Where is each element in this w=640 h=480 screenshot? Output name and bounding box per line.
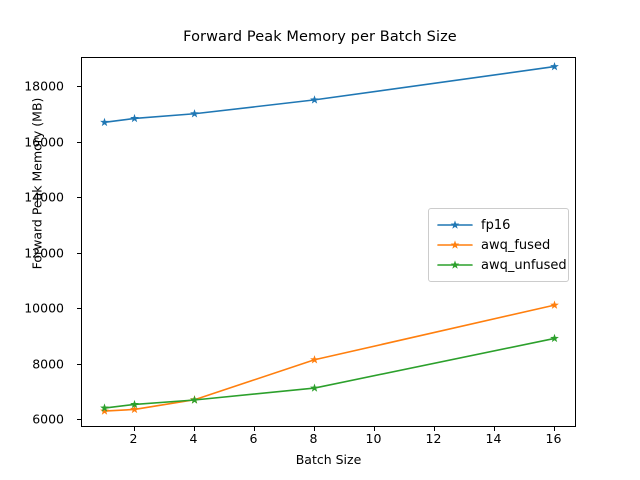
legend-marker-icon	[436, 218, 474, 232]
y-tick-label: 6000	[32, 411, 64, 427]
y-axis-tick-labels: 6000 8000 10000 12000 14000 16000 18000	[0, 57, 74, 427]
legend-label: awq_unfused	[481, 257, 567, 273]
data-point-marker	[190, 109, 199, 118]
data-point-marker	[310, 383, 319, 392]
x-tick-mark	[133, 427, 135, 431]
legend-label: fp16	[481, 217, 511, 233]
data-point-marker	[550, 62, 559, 71]
data-point-marker	[310, 355, 319, 364]
x-axis-label: Batch Size	[295, 452, 362, 467]
data-point-marker	[190, 395, 199, 404]
series-line	[103, 304, 556, 412]
x-tick-label: 2	[129, 431, 138, 446]
x-tick-label: 8	[309, 431, 318, 446]
chart-title: Forward Peak Memory per Batch Size	[183, 29, 457, 45]
legend-item-awq_unfused[interactable]: awq_unfused	[436, 255, 567, 275]
y-tick-mark	[77, 308, 81, 310]
legend-item-fp16[interactable]: fp16	[436, 215, 560, 235]
y-tick-mark	[77, 252, 81, 254]
x-tick-label: 16	[545, 431, 562, 446]
y-tick-label: 14000	[24, 189, 64, 205]
x-tick-mark	[193, 427, 195, 431]
y-tick-mark	[77, 363, 81, 365]
x-tick-mark	[313, 427, 315, 431]
series-fp16	[100, 62, 559, 127]
y-tick-label: 10000	[24, 300, 64, 316]
y-tick-label: 12000	[24, 245, 64, 261]
series-awq_unfused	[100, 333, 559, 412]
x-tick-mark	[493, 427, 495, 431]
y-tick-mark	[77, 197, 81, 199]
data-point-marker	[130, 113, 139, 123]
x-tick-label: 10	[365, 431, 382, 446]
data-point-marker	[100, 403, 109, 412]
x-tick-label: 6	[249, 431, 258, 446]
legend-marker-icon	[436, 258, 474, 272]
series-awq_fused	[100, 300, 559, 415]
legend-label: awq_fused	[481, 237, 551, 253]
data-point-marker	[100, 406, 109, 415]
y-tick-mark	[77, 86, 81, 88]
x-tick-label: 4	[189, 431, 198, 446]
x-tick-mark	[373, 427, 375, 431]
y-tick-label: 16000	[24, 134, 64, 150]
series-line	[103, 65, 556, 124]
series-line	[103, 337, 556, 409]
data-point-marker	[550, 333, 559, 343]
y-tick-mark	[77, 419, 81, 421]
data-point-marker	[550, 300, 559, 309]
series-canvas	[100, 62, 559, 415]
data-point-marker	[100, 117, 109, 127]
y-tick-label: 8000	[32, 356, 64, 372]
x-tick-mark	[253, 427, 255, 431]
legend[interactable]: fp16 awq_fused awq_unfused	[428, 208, 569, 282]
y-tick-mark	[77, 141, 81, 143]
data-point-marker	[310, 95, 319, 104]
legend-item-awq_fused[interactable]: awq_fused	[436, 235, 560, 255]
x-axis-tick-labels: 2 4 6 8 10 12 14 16	[81, 431, 576, 451]
y-tick-label: 18000	[24, 78, 64, 94]
x-tick-mark	[433, 427, 435, 431]
legend-marker-icon	[436, 238, 474, 252]
x-tick-mark	[553, 427, 555, 431]
data-point-marker	[130, 404, 139, 414]
x-tick-label: 12	[425, 431, 442, 446]
data-point-marker	[130, 399, 139, 409]
x-tick-label: 14	[485, 431, 502, 446]
